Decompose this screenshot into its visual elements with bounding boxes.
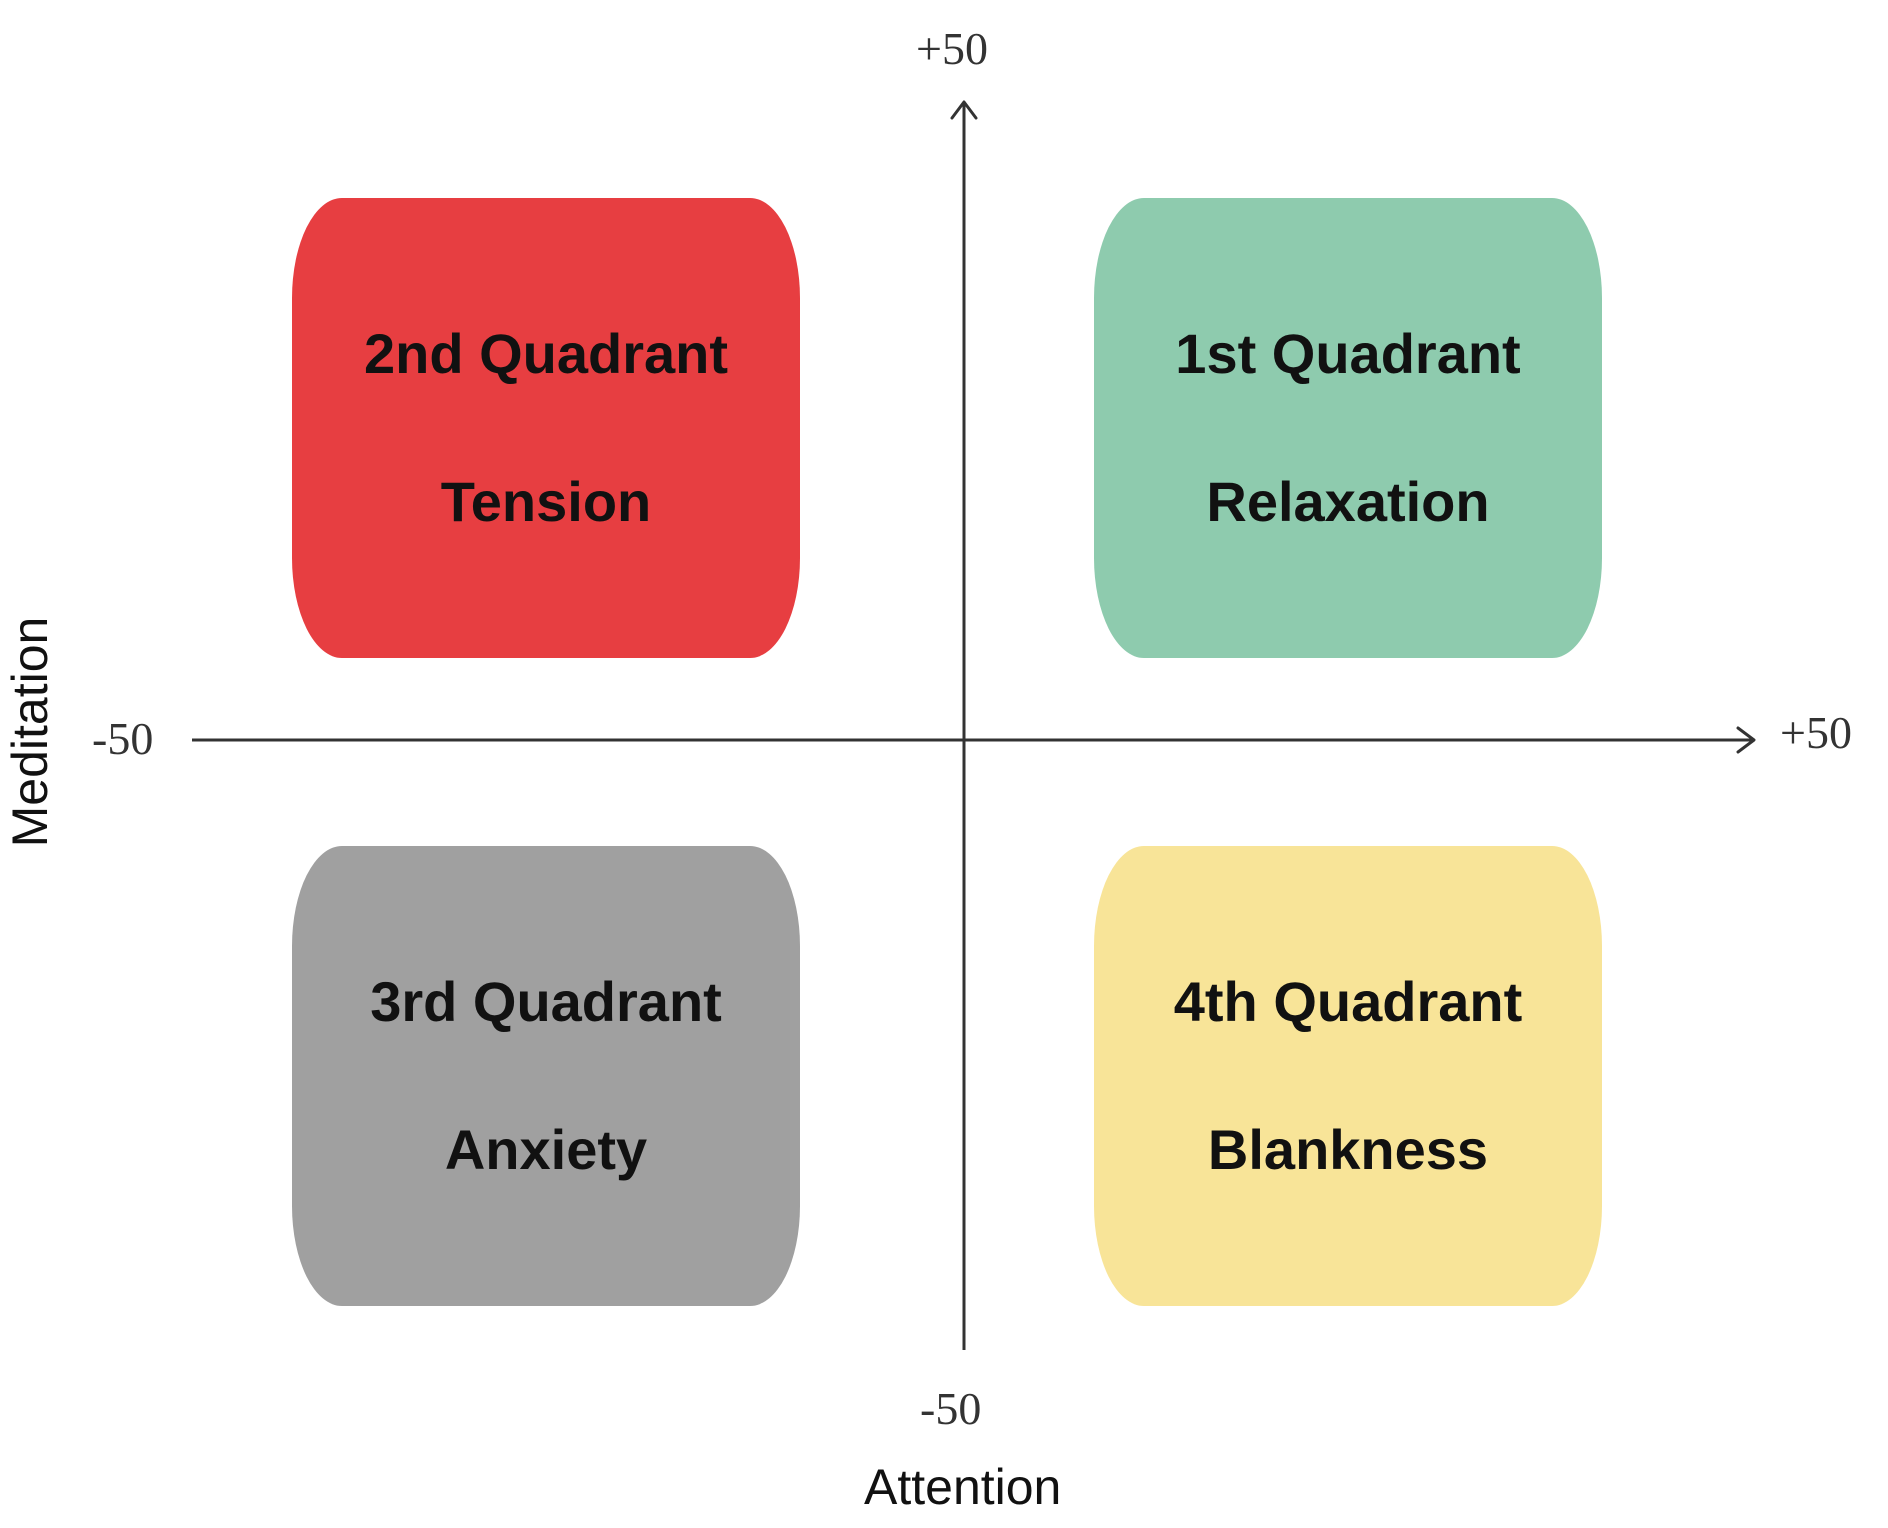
- vertical-axis-arrow-icon: [950, 100, 978, 120]
- quadrant-state: Blankness: [1207, 1118, 1489, 1181]
- quadrant-state: Anxiety: [444, 1118, 648, 1181]
- y-axis-max-label: +50: [916, 23, 988, 74]
- quadrant-name: 2nd Quadrant: [363, 322, 729, 385]
- quadrant-name: 3rd Quadrant: [370, 970, 722, 1033]
- quadrant-state: Relaxation: [1206, 470, 1490, 533]
- quadrant-state: Tension: [440, 470, 652, 533]
- quadrant-1-relaxation: 1st Quadrant Relaxation: [1094, 198, 1602, 658]
- x-axis-max-label: +50: [1780, 707, 1852, 758]
- quadrant-2-tension: 2nd Quadrant Tension: [292, 198, 800, 658]
- quadrant-name: 1st Quadrant: [1175, 322, 1521, 385]
- quadrant-3-anxiety: 3rd Quadrant Anxiety: [292, 846, 800, 1306]
- x-axis-title: Attention: [864, 1459, 1062, 1515]
- horizontal-axis-arrow-icon: [1736, 726, 1756, 754]
- x-axis-min-label: -50: [92, 713, 154, 764]
- quadrant-4-blankness: 4th Quadrant Blankness: [1094, 846, 1602, 1306]
- quadrant-name: 4th Quadrant: [1173, 970, 1523, 1033]
- y-axis-title: Meditation: [2, 616, 58, 848]
- y-axis-min-label: -50: [920, 1383, 982, 1434]
